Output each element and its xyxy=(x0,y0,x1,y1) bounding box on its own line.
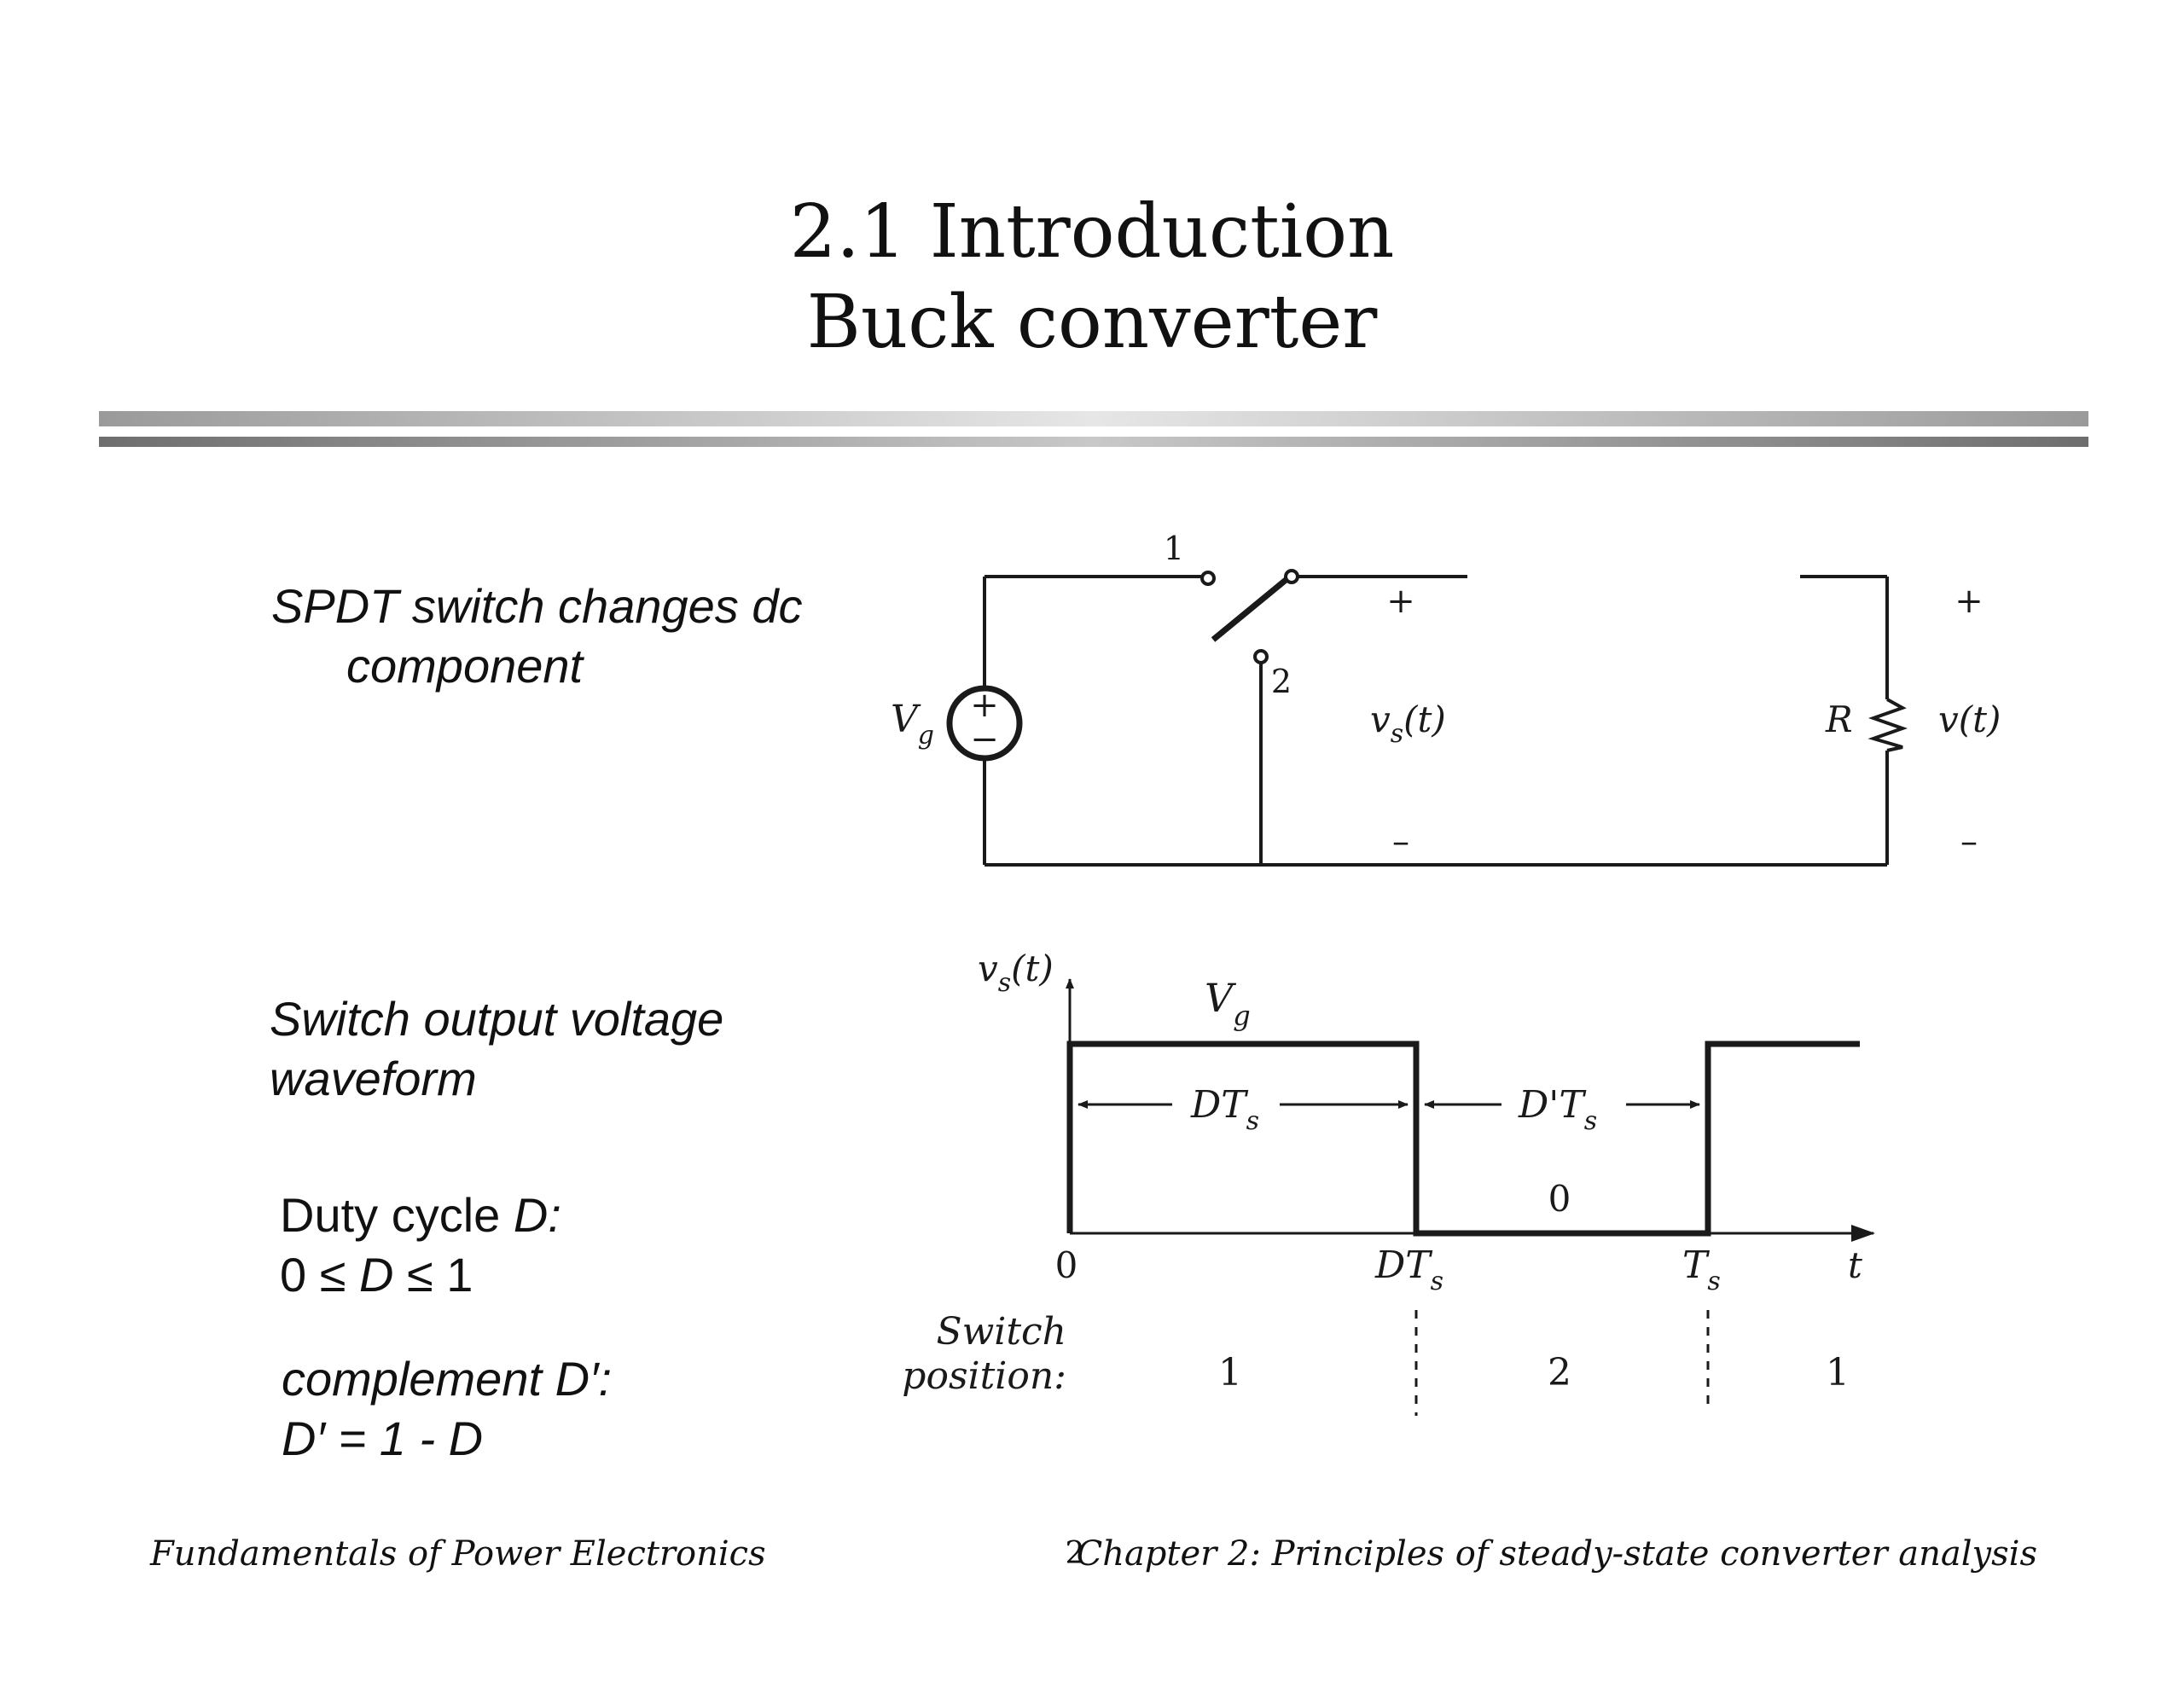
switch-terminal-1 xyxy=(1200,571,1216,586)
off-interval-label: D'Ts xyxy=(1518,1083,1597,1136)
duty-cycle-label: Duty cycle D: xyxy=(280,1186,561,1245)
footer-chapter-title: Chapter 2: Principles of steady-state co… xyxy=(1076,1534,2037,1574)
duty-cycle-range: 0 ≤ D ≤ 1 xyxy=(280,1245,473,1305)
switch-position-1-label: 1 xyxy=(1164,530,1184,567)
duty-cycle-symbol: D: xyxy=(513,1188,561,1242)
waveform-y-label: vs(t) xyxy=(978,948,1054,998)
waveform-y-label-main: v xyxy=(978,948,998,989)
resistor-R xyxy=(1867,698,1908,752)
switch-position-caption-2: position: xyxy=(902,1354,1066,1398)
switch-position-interval-1: 1 xyxy=(1218,1351,1242,1394)
vs-label-sub: s xyxy=(1391,719,1403,749)
duty-range-upper: ≤ 1 xyxy=(407,1248,473,1301)
waveform-y-label-arg: (t) xyxy=(1011,948,1054,989)
tick-label-dts-sub: s xyxy=(1431,1267,1443,1296)
switch-terminal-2 xyxy=(1253,649,1269,664)
tick-label-ts-sub: s xyxy=(1707,1267,1720,1296)
waveform-bullet-line-1: Switch output voltage xyxy=(270,992,724,1046)
source-minus-sign: − xyxy=(970,720,999,759)
waveform-y-label-sub: s xyxy=(998,968,1011,998)
duty-cycle-text: Duty cycle xyxy=(280,1188,501,1242)
slide-title: 2.1 Introduction xyxy=(789,189,1395,275)
spdt-bullet-line-1: SPDT switch changes dc xyxy=(271,579,803,633)
output-minus-sign: – xyxy=(1960,822,1978,861)
level-label-vg-sub: g xyxy=(1233,1000,1250,1032)
complement-formula: D′ = 1 - D xyxy=(282,1412,484,1465)
tick-label-dts: DTs xyxy=(1374,1244,1443,1296)
vs-plus-sign: + xyxy=(1386,582,1415,621)
on-interval-label: DTs xyxy=(1190,1083,1259,1136)
on-interval-main: DT xyxy=(1190,1083,1249,1127)
tick-label-dts-main: DT xyxy=(1374,1244,1433,1287)
title-rule-bottom xyxy=(99,437,2088,447)
level-label-vg: Vg xyxy=(1205,975,1251,1032)
tick-label-0: 0 xyxy=(1055,1244,1078,1286)
vs-label-main: v xyxy=(1370,699,1391,740)
source-label-vg-main: V xyxy=(891,698,921,741)
off-interval-main: D'T xyxy=(1518,1083,1587,1127)
complement-label: complement D′: xyxy=(282,1352,613,1406)
circuit-diagram xyxy=(946,569,1908,867)
source-plus-sign: + xyxy=(970,686,999,725)
output-plus-sign: + xyxy=(1955,582,1984,621)
switch-waveform xyxy=(1066,978,1875,1416)
level-label-vg-main: V xyxy=(1205,975,1237,1021)
voltage-source-Vg xyxy=(946,685,1023,762)
footer-book-title: Fundamentals of Power Electronics xyxy=(150,1534,766,1574)
switch-common-terminal xyxy=(1284,569,1299,584)
switch-position-interval-3: 1 xyxy=(1826,1351,1850,1394)
resistor-label: R xyxy=(1825,699,1853,740)
vs-minus-sign: – xyxy=(1392,822,1409,861)
on-interval-sub: s xyxy=(1246,1106,1259,1136)
axis-label-t: t xyxy=(1848,1244,1862,1286)
footer-page-number: 2 xyxy=(1065,1536,1085,1571)
tick-label-ts: Ts xyxy=(1682,1244,1721,1296)
switch-position-2-label: 2 xyxy=(1271,663,1292,700)
vs-label: vs(t) xyxy=(1370,699,1446,749)
vs-square-wave xyxy=(1066,1041,1860,1237)
title-rule-top xyxy=(99,411,2088,426)
duty-range-variable: D xyxy=(359,1248,394,1301)
low-level-label: 0 xyxy=(1548,1178,1571,1220)
tick-label-ts-main: T xyxy=(1682,1244,1711,1287)
off-interval-sub: s xyxy=(1584,1106,1597,1136)
source-label-vg: Vg xyxy=(891,698,934,751)
source-label-vg-sub: g xyxy=(918,721,934,751)
vs-label-arg: (t) xyxy=(1403,699,1446,740)
output-voltage-label: v(t) xyxy=(1938,699,2001,740)
waveform-bullet-line-2: waveform xyxy=(270,1052,477,1105)
slide-subtitle: Buck converter xyxy=(806,280,1378,365)
duty-range-lower: 0 ≤ xyxy=(280,1248,346,1301)
switch-position-caption-1: Switch xyxy=(936,1310,1066,1354)
spdt-bullet-line-2: component xyxy=(346,639,584,693)
switch-position-interval-2: 2 xyxy=(1548,1351,1571,1394)
switch-blade xyxy=(1211,574,1292,642)
